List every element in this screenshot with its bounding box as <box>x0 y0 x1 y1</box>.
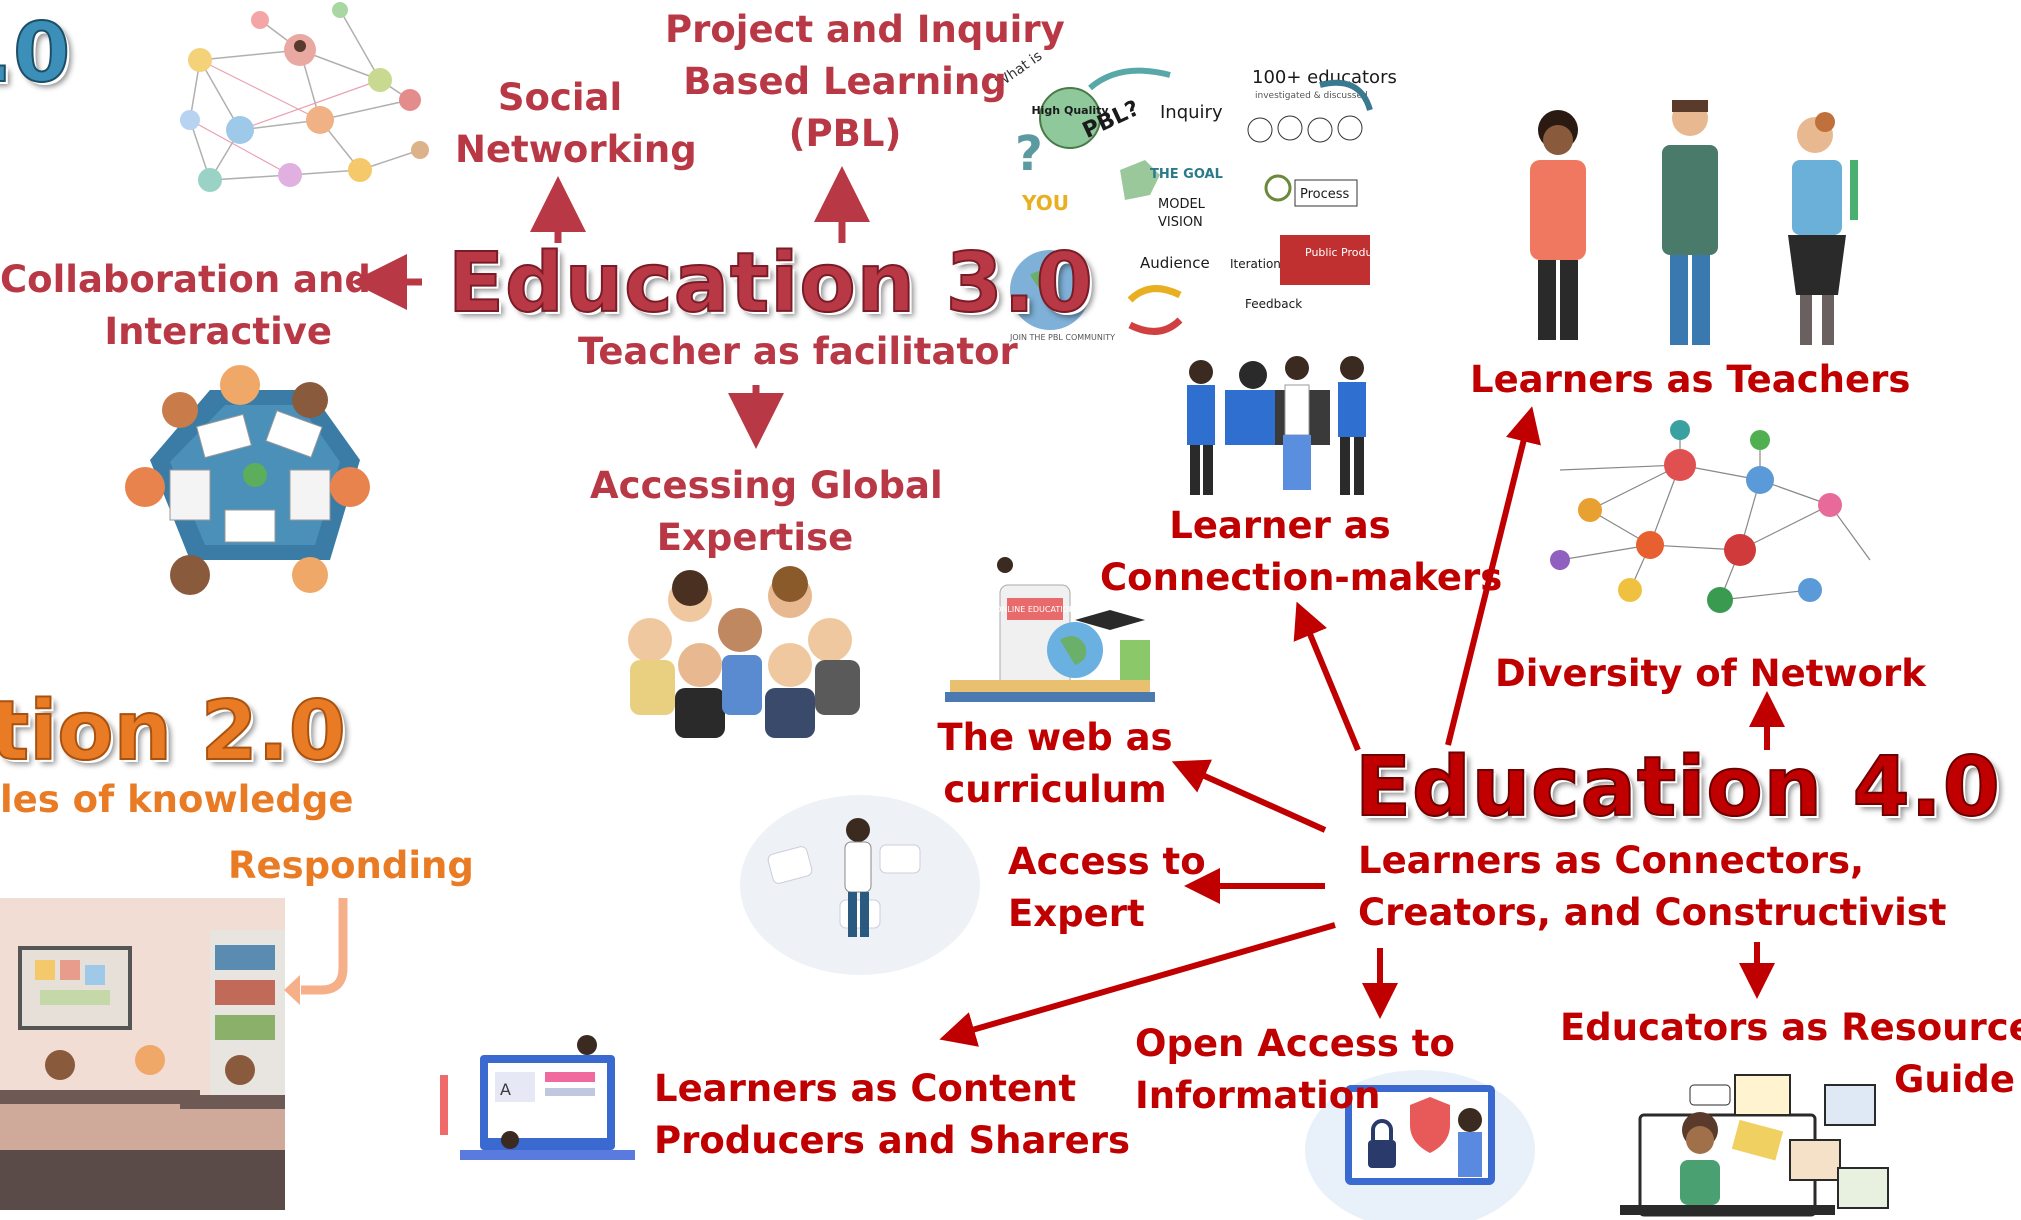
resource-guide-line1: Educators as Resource <box>1560 1006 2021 1049</box>
collaboration-line1: Collaboration and <box>0 258 371 301</box>
web-curriculum-line2: curriculum <box>943 768 1167 811</box>
access-expert-label: Access to Expert <box>1008 836 1206 940</box>
learners-as-teachers-label: Learners as Teachers <box>1470 358 1911 401</box>
collaboration-label: Collaboration and Interactive <box>0 254 371 358</box>
public-product-label: Public Product <box>1305 246 1384 259</box>
pbl-line1: Project and Inquiry <box>665 8 1065 51</box>
online-education-label: ONLINE EDUCATION <box>995 605 1075 614</box>
education-2-subtitle: les of knowledge <box>0 778 354 821</box>
education-4-subtitle-line2: Creators, and Constructivist <box>1358 891 1947 934</box>
global-expertise-line1: Accessing Global <box>590 464 943 507</box>
diversity-label: Diversity of Network <box>1495 652 1926 695</box>
process-label: Process <box>1300 187 1350 202</box>
arrow-responding-head <box>284 975 300 1005</box>
content-producers-line1: Learners as Content <box>654 1067 1077 1110</box>
classroom-illustration <box>0 898 285 1210</box>
high-quality-label: High Quality <box>1031 104 1108 117</box>
svg-text:?: ? <box>1015 126 1043 182</box>
goal-label: THE GOAL <box>1150 167 1223 182</box>
web-curriculum-label: The web as curriculum <box>935 712 1175 816</box>
resource-guide-illustration <box>1620 1074 1889 1217</box>
edu3-arrows <box>351 166 870 449</box>
education-4-title: Education 4.0 <box>1354 740 2001 835</box>
global-expertise-line2: Expertise <box>656 516 854 559</box>
feedback-label: Feedback <box>1245 297 1302 311</box>
social-networking-line2: Networking <box>455 128 697 171</box>
pbl-line2: Based Learning <box>683 60 1007 103</box>
arrow-to-content-producers <box>939 922 1336 1047</box>
global-expertise-crowd-illustration <box>628 566 860 738</box>
educators-label: 100+ educators <box>1252 67 1397 88</box>
connection-makers-line1: Learner as <box>1169 504 1391 547</box>
connection-makers-line2: Connection-makers <box>1100 556 1503 599</box>
diversity-network-illustration <box>1550 420 1871 613</box>
collaboration-line2: Interactive <box>104 310 332 353</box>
you-label: YOU <box>1021 191 1069 215</box>
access-expert-line2: Expert <box>1008 892 1145 935</box>
arrow-to-connection-makers <box>1293 601 1361 752</box>
open-access-illustration <box>1305 1070 1535 1220</box>
inquiry-label: Inquiry <box>1160 102 1223 123</box>
resource-guide-label: Educators as Resource Guide <box>1560 1002 2021 1106</box>
education-4-subtitle: Learners as Connectors, Creators, and Co… <box>1358 835 1946 939</box>
collaboration-table-illustration <box>125 365 370 595</box>
open-access-line1: Open Access to <box>1135 1022 1455 1065</box>
content-producers-label: Learners as Content Producers and Sharer… <box>654 1063 1130 1167</box>
puzzle-team-illustration <box>1187 356 1366 495</box>
arrow-to-learners-as-teachers <box>1445 406 1541 746</box>
education-4-subtitle-line1: Learners as Connectors, <box>1358 839 1865 882</box>
model-label: MODEL <box>1158 197 1206 212</box>
responding-label: Responding <box>228 844 474 887</box>
audience-label: Audience <box>1140 254 1210 272</box>
educators-sub-label: investigated & discussed <box>1255 91 1368 101</box>
community-label: JOIN THE PBL COMMUNITY <box>1009 333 1115 342</box>
education-3-title: Education 3.0 <box>447 236 1094 331</box>
web-curriculum-line1: The web as <box>937 716 1173 759</box>
social-network-illustration <box>180 2 429 192</box>
education-2-title: tion 2.0 <box>0 684 347 779</box>
content-producers-line2: Producers and Sharers <box>654 1119 1131 1162</box>
pbl-line3: (PBL) <box>788 112 902 155</box>
connection-makers-label: Learner as Connection-makers <box>1100 500 1503 604</box>
arrow-responding <box>301 898 348 995</box>
resource-guide-line2: Guide <box>1894 1058 2015 1101</box>
social-networking-label: Social Networking <box>455 72 697 176</box>
education-1-title: .0 <box>0 6 71 101</box>
pbl-sketchnote-illustration: High Quality What is ? PBL? Inquiry 100+… <box>982 48 1397 348</box>
learners-as-teachers-illustration <box>1530 100 1858 345</box>
svg-text:A: A <box>500 1080 511 1099</box>
edu4-arrows <box>939 406 1785 1047</box>
global-expertise-label: Accessing Global Expertise <box>590 460 943 564</box>
open-access-label: Open Access to Information <box>1135 1018 1455 1122</box>
pbl-label: Project and Inquiry Based Learning (PBL) <box>665 4 1065 160</box>
content-producers-illustration: A <box>440 1035 635 1160</box>
open-access-line2: Information <box>1135 1074 1381 1117</box>
teacher-facilitator-label: Teacher as facilitator <box>578 330 1018 373</box>
web-curriculum-illustration: ONLINE EDUCATION <box>945 557 1155 702</box>
social-networking-line1: Social <box>497 76 623 119</box>
arrow-to-web-curriculum <box>1171 759 1327 833</box>
vision-label: VISION <box>1158 215 1203 230</box>
access-expert-line1: Access to <box>1008 840 1206 883</box>
iteration-label: Iteration <box>1230 257 1281 271</box>
access-expert-illustration <box>740 795 980 975</box>
